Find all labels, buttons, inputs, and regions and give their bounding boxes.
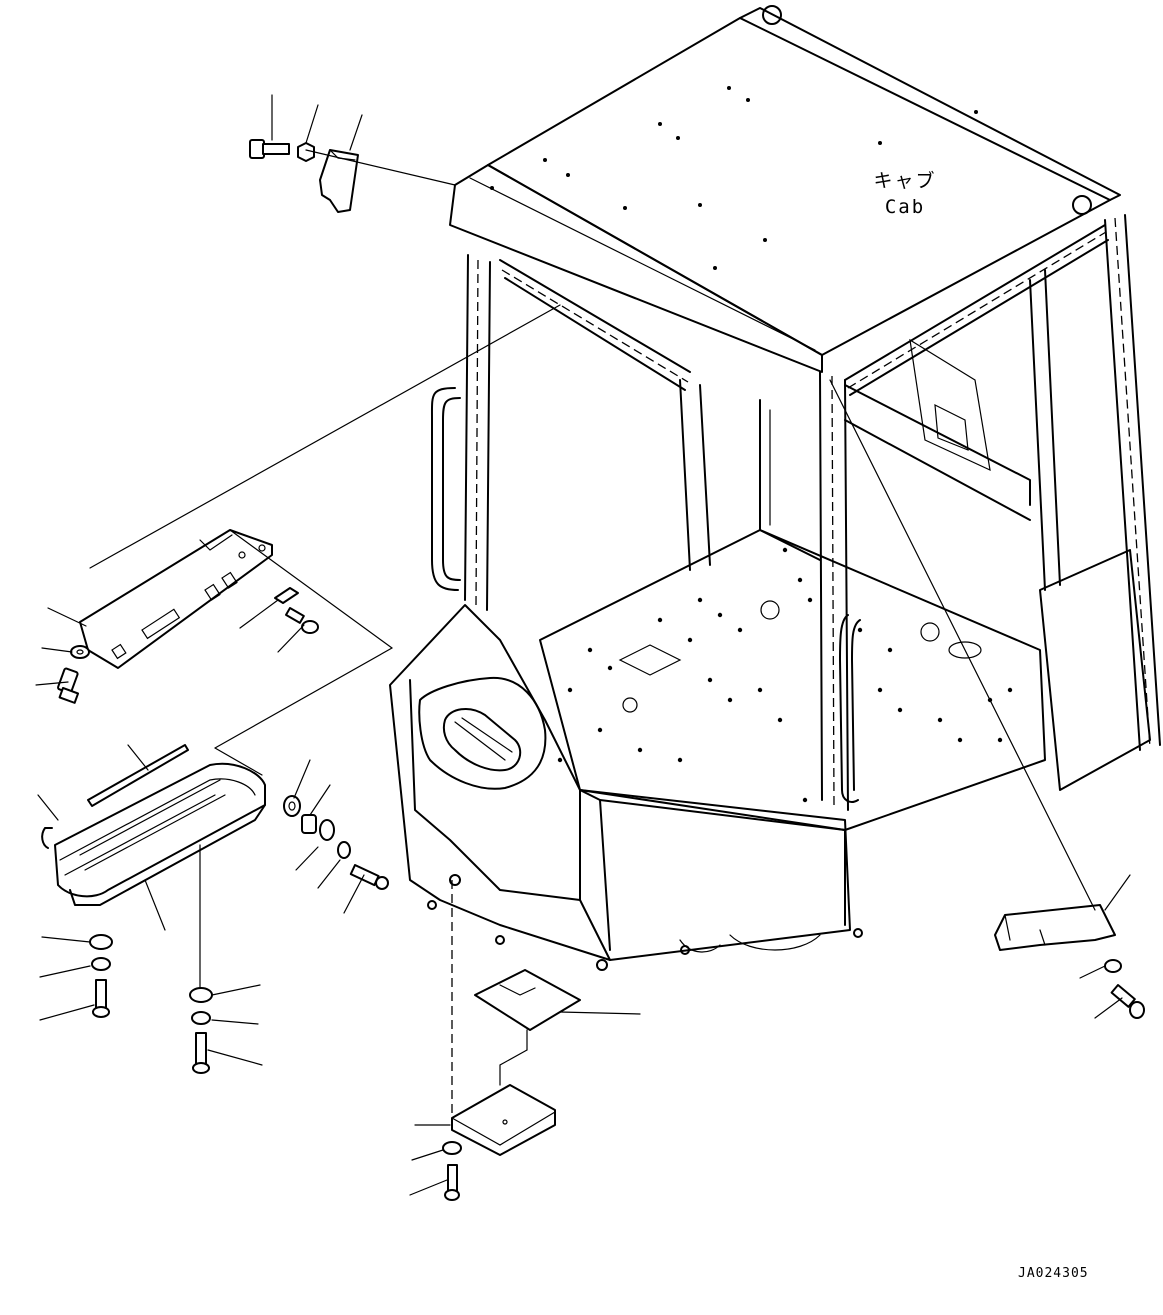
cab-roof (449, 5, 1121, 373)
bolt (249, 139, 290, 159)
tray-hardware (39, 759, 389, 1074)
console-panel (79, 529, 273, 669)
step-bracket (994, 904, 1116, 951)
cab-label-english: Cab (884, 196, 926, 218)
spacer (301, 814, 317, 834)
cover-plate-lower (451, 1084, 556, 1156)
bracket (319, 149, 359, 213)
drawing-code: JA024305 (1018, 1266, 1089, 1281)
washer (283, 795, 301, 817)
bolt (444, 1164, 460, 1201)
cab-lower-body (389, 604, 863, 971)
nut (297, 142, 315, 162)
tray-hook (41, 827, 53, 849)
step-tray-assembly (37, 647, 393, 931)
panel-cover-plate (274, 587, 299, 604)
bolt (92, 979, 110, 1018)
bolt (192, 1032, 210, 1074)
washer (89, 934, 113, 950)
lock-washer (337, 841, 351, 859)
panel-bolt (57, 667, 80, 704)
tray-grip-strip (87, 744, 189, 807)
washer (1104, 959, 1122, 973)
top-bracket-assembly (249, 94, 456, 213)
console-panel-assembly (35, 304, 561, 704)
tray (54, 762, 266, 906)
right-step-assembly (829, 379, 1145, 1019)
washer (442, 1141, 462, 1155)
floor-cover-assembly (409, 880, 641, 1201)
cab-label: キャブ Cab (870, 168, 940, 220)
cab-label-japanese: キャブ (873, 170, 937, 192)
cab-floor (539, 529, 1046, 831)
cover-plate-upper (474, 969, 581, 1031)
washer (319, 819, 335, 841)
console-vent (442, 708, 522, 772)
cab-frame (430, 214, 1161, 811)
lock-washer (191, 1011, 211, 1025)
panel-washer (70, 645, 90, 659)
lock-washer (91, 957, 111, 971)
panel-screw (285, 606, 319, 634)
screw (349, 864, 389, 890)
washer (189, 987, 213, 1003)
